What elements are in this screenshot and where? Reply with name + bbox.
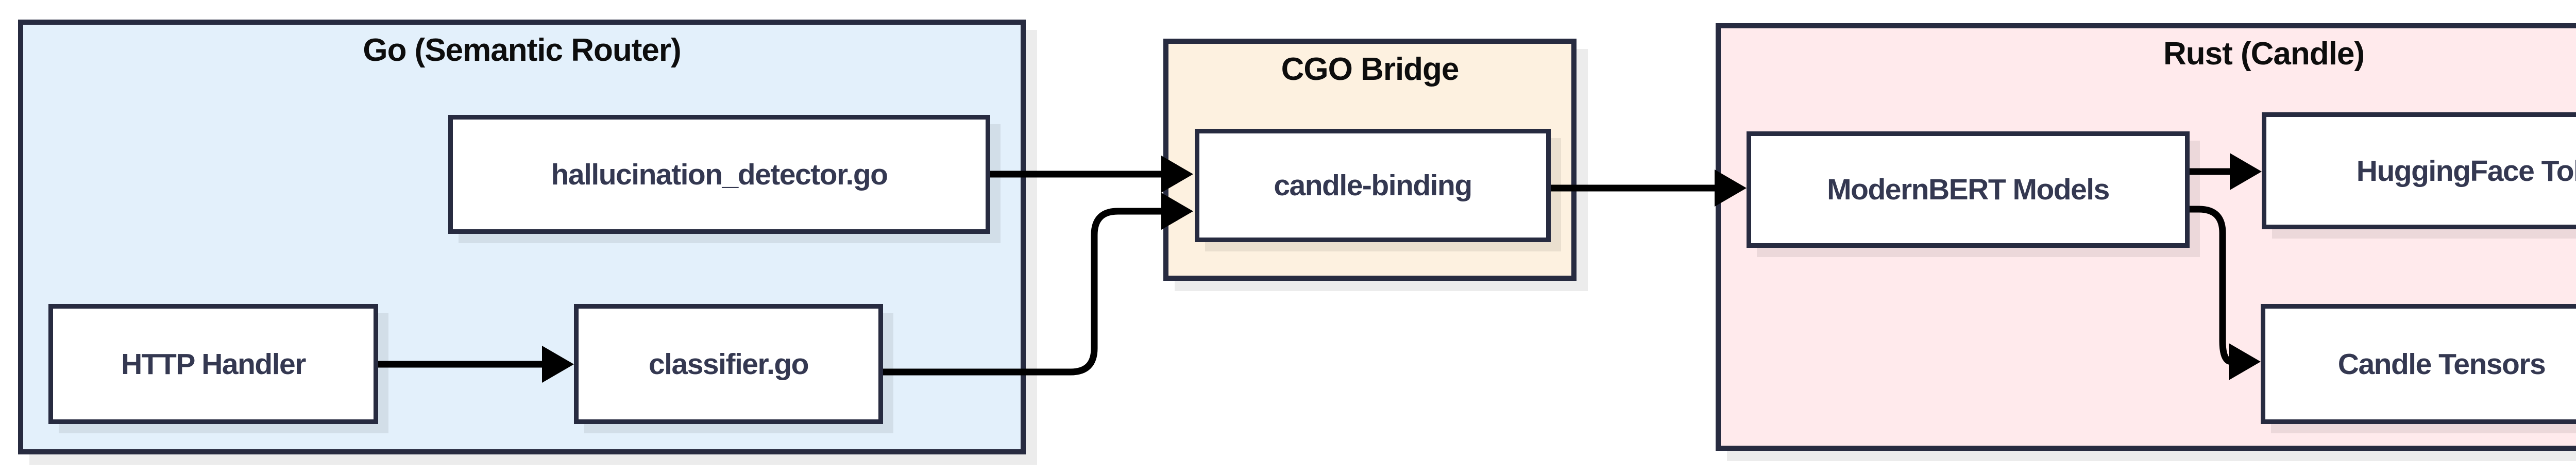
node-modernbert-models: ModernBERT Models: [1747, 131, 2190, 248]
cgo-container-title: CGO Bridge: [1281, 52, 1460, 87]
node-http-handler-label: HTTP Handler: [121, 347, 306, 381]
node-classifier-label: classifier.go: [648, 347, 809, 381]
node-classifier: classifier.go: [574, 304, 883, 424]
node-candle-binding: candle-binding: [1195, 129, 1551, 242]
node-candle-tensors-label: Candle Tensors: [2337, 347, 2546, 381]
node-hallucination-detector-label: hallucination_detector.go: [551, 158, 888, 191]
node-huggingface-tokenizers: HuggingFace Tokenizers: [2262, 112, 2576, 229]
go-semantic-router-container: Go (Semantic Router) hallucination_detec…: [18, 20, 1026, 454]
node-candle-binding-label: candle-binding: [1274, 169, 1472, 202]
cgo-bridge-container: CGO Bridge candle-binding: [1163, 39, 1577, 281]
node-candle-tensors: Candle Tensors: [2261, 304, 2576, 424]
node-hallucination-detector: hallucination_detector.go: [448, 115, 990, 234]
go-container-title: Go (Semantic Router): [363, 32, 681, 68]
node-http-handler: HTTP Handler: [48, 304, 378, 424]
node-huggingface-tokenizers-label: HuggingFace Tokenizers: [2356, 154, 2576, 188]
rust-candle-container: Rust (Candle) ModernBERT Models HuggingF…: [1716, 23, 2576, 451]
rust-container-title: Rust (Candle): [2163, 36, 2365, 72]
node-modernbert-models-label: ModernBERT Models: [1827, 173, 2110, 206]
